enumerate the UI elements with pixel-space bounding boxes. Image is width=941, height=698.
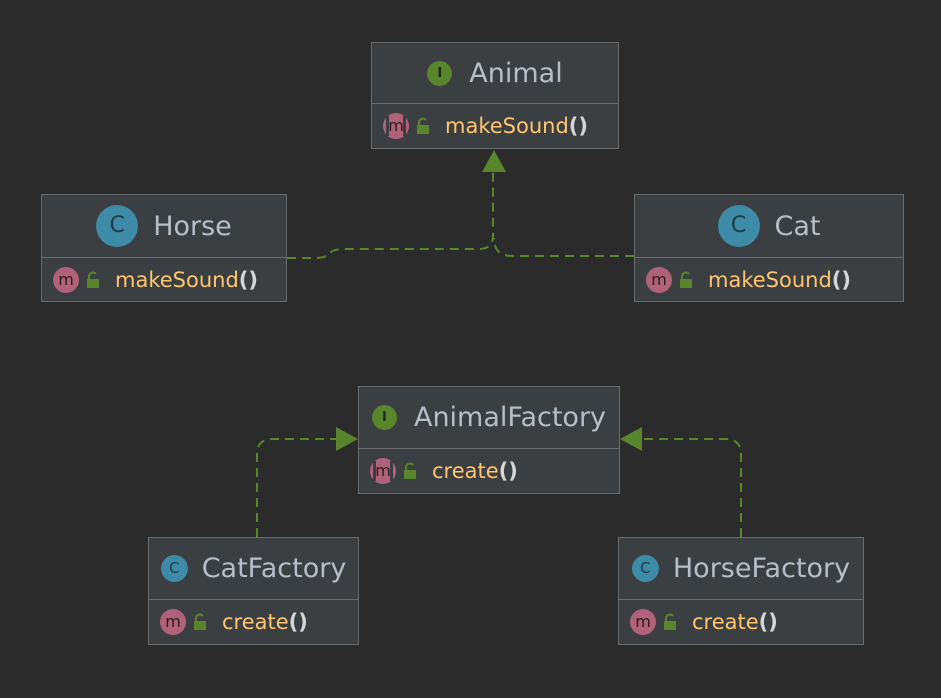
node-header: C Cat [635, 195, 903, 258]
method-icon: m [630, 609, 656, 635]
method-parens: () [498, 459, 518, 483]
method-parens: () [288, 610, 308, 634]
method-icon: m [160, 609, 186, 635]
method-name: create [222, 610, 289, 634]
public-lock-icon [417, 117, 429, 134]
node-name: Cat [774, 210, 821, 242]
node-name: Horse [153, 210, 232, 242]
node-header: C CatFactory [149, 538, 358, 600]
node-horse[interactable]: C Horse m makeSound () [41, 194, 287, 302]
node-header: C Horse [42, 195, 286, 258]
arrowhead-animal [482, 150, 506, 172]
class-icon: C [631, 555, 659, 582]
node-name: HorseFactory [672, 553, 851, 584]
node-name: CatFactory [201, 553, 347, 584]
method-name: makeSound [445, 114, 569, 138]
public-lock-icon [680, 271, 692, 288]
method-icon: m [53, 266, 79, 293]
method-name: makeSound [708, 267, 832, 292]
method-parens: () [758, 610, 778, 634]
method-icon: m [370, 458, 396, 484]
method-name: create [692, 610, 759, 634]
class-icon: C [717, 205, 760, 247]
method-parens: () [831, 267, 851, 292]
node-horse-factory[interactable]: C HorseFactory m create () [618, 537, 864, 645]
class-icon: C [96, 205, 139, 247]
node-header: I AnimalFactory [359, 387, 619, 449]
method-parens: () [568, 114, 588, 138]
method-row[interactable]: m create () [359, 449, 619, 493]
method-name: makeSound [115, 267, 239, 292]
edge-catfactory-to-animalfactory [256, 438, 336, 537]
node-name: Animal [469, 57, 563, 89]
node-cat[interactable]: C Cat m makeSound () [634, 194, 904, 302]
method-icon: m [383, 113, 409, 139]
node-header: I Animal [372, 43, 618, 104]
method-row[interactable]: m create () [619, 600, 863, 644]
node-cat-factory[interactable]: C CatFactory m create () [148, 537, 359, 645]
method-name: create [432, 459, 499, 483]
public-lock-icon [404, 462, 416, 479]
public-lock-icon [664, 613, 676, 630]
interface-icon: I [427, 60, 453, 86]
public-lock-icon [194, 613, 206, 630]
edge-horsefactory-to-animalfactory [642, 438, 742, 537]
edge-cat-to-animal [493, 237, 634, 257]
node-name: AnimalFactory [413, 402, 607, 433]
class-icon: C [160, 555, 188, 582]
arrowhead-animalfactory-left [336, 427, 358, 451]
method-row[interactable]: m create () [149, 600, 358, 644]
method-row[interactable]: m makeSound () [372, 104, 618, 148]
arrowhead-animalfactory-right [620, 427, 642, 451]
public-lock-icon [87, 271, 99, 288]
method-icon: m [646, 266, 672, 293]
method-row[interactable]: m makeSound () [635, 258, 903, 301]
method-row[interactable]: m makeSound () [42, 258, 286, 301]
interface-icon: I [371, 405, 397, 430]
method-parens: () [238, 267, 258, 292]
node-animal-factory[interactable]: I AnimalFactory m create () [358, 386, 620, 494]
edge-horse-to-animal [287, 172, 494, 259]
node-animal[interactable]: I Animal m makeSound () [371, 42, 619, 149]
node-header: C HorseFactory [619, 538, 863, 600]
